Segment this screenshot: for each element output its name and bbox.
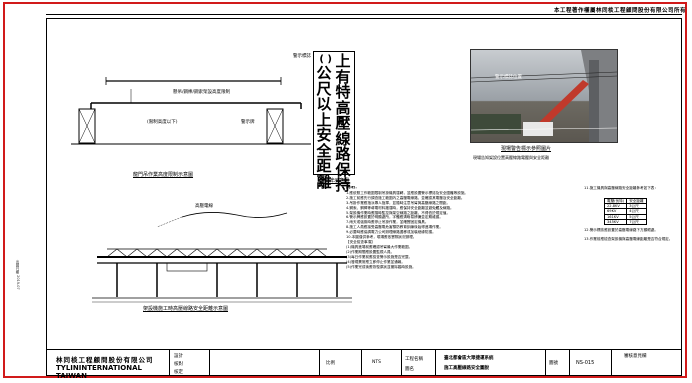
table-cell: 7公尺 xyxy=(626,218,647,226)
note-line: 6.警示牌應設置於明顯處所，字體應清晰易辨識並定期維護。 xyxy=(346,215,443,220)
table-header-row: 電壓(伏特) 安全距離 xyxy=(603,197,647,205)
copyright-note: 本工程著作權屬林同棪工程顧問股份有限公司所有 xyxy=(553,8,686,14)
note-line: 【安全檢查事項】 xyxy=(346,239,375,244)
scale-label-cell: 比例 xyxy=(320,350,362,376)
sheet-value: NS-015 xyxy=(576,360,595,366)
table-row: 345KV 7公尺 xyxy=(603,218,647,226)
issue-stamp-text: 出圖日期 2019-07 xyxy=(16,260,20,290)
note-line: (1)機具進場前應確認吊臂最大作業範圍。 xyxy=(346,244,413,249)
note-line: 8.施工人員應接受高壓電危害預防教育訓練後始得進場作業。 xyxy=(346,225,443,230)
note-line: 10.本圖僅供參考，現場應依實際狀況辦理。 xyxy=(346,235,417,240)
sign-column-left: 公尺以上安全距離 xyxy=(316,64,332,191)
project-label: 工程名稱 xyxy=(405,357,423,362)
blank-sign-cell xyxy=(210,350,320,376)
note-line: 4.鋼索、鋼棒等導電材料搬運時，應保持安全距離並避免觸及線路。 xyxy=(346,205,454,210)
company-name-en: TYLININTERNATIONAL TAIWAN xyxy=(56,364,142,380)
table-cell: 5公尺 xyxy=(626,213,647,220)
issue-stamp: 出圖日期 2019-07 xyxy=(16,260,26,370)
top-rule xyxy=(46,14,682,15)
table-row: 69KV 4公尺 xyxy=(603,208,647,215)
frame-right-label: 警示牌 xyxy=(241,120,255,125)
site-photo: 警示標誌位置 xyxy=(470,49,618,143)
bridge-caption: 架設機施工時高壓線路安全距離示意圖 xyxy=(143,306,229,312)
notes-heading: 說明： xyxy=(346,186,360,190)
frame-caption: 龍門吊作業高度限制示意圖 xyxy=(133,172,194,178)
table-cell: 345KV xyxy=(603,218,628,226)
table-header-cell: 電壓(伏特) xyxy=(603,197,628,205)
design-cell: 設計 核對 核定 xyxy=(170,350,210,376)
note-line: (2)作業期間應設置監視人員。 xyxy=(346,249,395,254)
table-row: 161KV 5公尺 xyxy=(603,213,647,220)
company-cell: 林同棪工程顧問股份有限公司 TYLININTERNATIONAL TAIWAN xyxy=(46,350,170,380)
scale-value: NTS xyxy=(372,360,381,365)
photo-scene xyxy=(471,50,617,142)
note-line: 2.施工前應先行調查施工範圍內之高壓電線路，並確認其電壓及安全距離。 xyxy=(346,195,465,200)
scale-value-cell: NTS xyxy=(362,350,402,376)
title-block: 林同棪工程顧問股份有限公司 TYLININTERNATIONAL TAIWAN … xyxy=(46,349,682,380)
right-note-11: 11.施工機具與高壓線路安全距離參考如下表： xyxy=(584,186,658,190)
note-line: (4)發現異常應立即停止作業並通報。 xyxy=(346,259,405,264)
frame-bar-label: 懸吊/鋼棒/鋼索架設高度限制 xyxy=(173,90,231,95)
sign-caption: 告示牌示意圖 xyxy=(319,178,350,184)
remark-label: 審核意見欄 xyxy=(624,354,647,359)
right-notes-block-lower: 12.警示標誌應設置於高壓電線路下方顯眼處。 13.作業前應檢查架設機與高壓電線… xyxy=(584,228,680,242)
right-note-12: 12.警示標誌應設置於高壓電線路下方顯眼處。 xyxy=(584,228,658,232)
scale-label: 比例 xyxy=(326,361,335,366)
table-header-cell: 安全距離 xyxy=(626,197,647,205)
photo-subcaption: 現場告知架設位置高壓線路電壓與安全距離 xyxy=(473,155,549,160)
photo-caption: 現場警告標示參照圖片 xyxy=(501,146,552,152)
project-value: 臺北都會區大眾捷運系統 xyxy=(444,356,494,361)
bridge-erection-diagram xyxy=(92,212,352,303)
sheet-label-cell: 圖號 xyxy=(546,350,570,376)
sheet-label: 圖號 xyxy=(549,361,558,366)
note-line: 7.雨天或強風時應停止吊掛作業，並確實固定機具。 xyxy=(346,220,429,225)
table-cell: 4公尺 xyxy=(626,208,647,215)
drawing-value: 施工高壓線路安全圖說 xyxy=(444,366,489,371)
drawing-sheet: 懸吊/鋼棒/鋼索架設高度限制 (限制高度以下) 警示牌 龍門吊作業高度限制示意圖… xyxy=(46,18,682,376)
design-label: 設計 xyxy=(174,354,183,359)
company-name-cn: 林同棪工程顧問股份有限公司 xyxy=(56,356,154,364)
check-label: 核對 xyxy=(174,362,183,367)
photo-label: 警示標誌位置 xyxy=(495,75,522,80)
right-notes-block: 11.施工機具與高壓線路安全距離參考如下表： xyxy=(584,186,680,191)
sign-circle-mark: ( ) xyxy=(319,54,332,65)
bridge-top-label: 高壓電線 xyxy=(195,204,213,209)
note-line: 1.應依照工作範圍限制吊掛機具運轉，並應設置警示標誌及安全圍籬等設施。 xyxy=(346,190,469,195)
gantry-frame-diagram xyxy=(71,77,311,145)
notes-block: 說明： 1.應依照工作範圍限制吊掛機具運轉，並應設置警示標誌及安全圍籬等設施。 … xyxy=(346,186,581,269)
sheet-value-cell: NS-015 xyxy=(570,350,612,376)
approve-label: 核定 xyxy=(174,370,183,375)
note-line: (5)作業完成後應恢復原狀並撤除臨時設施。 xyxy=(346,264,416,269)
voltage-distance-table: 電壓(伏特) 安全距離 22.8KV 3公尺 69KV 4公尺 161KV 5公… xyxy=(603,197,647,226)
note-line: 5.架設機作業時應隨時監控與架空線路之距離，不得低於規定值。 xyxy=(346,210,451,215)
note-line: 3.吊掛作業應指派專人指揮，並隨時注意吊臂與高壓線路之間距。 xyxy=(346,200,451,205)
project-label-cell: 工程名稱 圖名 xyxy=(402,350,436,376)
sign-column-right: 上有特高壓線路保持 xyxy=(335,52,351,194)
sign-label: 警示標誌 xyxy=(293,54,311,59)
note-line: (3)每日作業前應檢查警示設施是否完整。 xyxy=(346,254,413,259)
note-line: 9.必要時應協調電力公司辦理線路遷移或加裝絕緣防護。 xyxy=(346,230,436,235)
frame-center-label: (限制高度以下) xyxy=(147,120,178,125)
drawing-label: 圖名 xyxy=(405,367,414,372)
remark-cell: 審核意見欄 xyxy=(612,350,682,376)
project-value-cell: 臺北都會區大眾捷運系統 施工高壓線路安全圖說 xyxy=(436,350,546,376)
right-note-13: 13.作業前應檢查架設機與高壓電線距離是否符合規定。 xyxy=(584,236,673,241)
warning-sign-board: 上有特高壓線路保持 公尺以上安全距離 ( ) xyxy=(313,51,355,193)
